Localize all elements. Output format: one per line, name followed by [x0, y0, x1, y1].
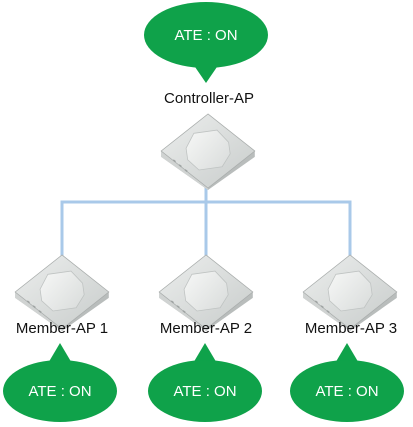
member-3-status-text: ATE : ON: [315, 383, 378, 400]
member-2-status-bubble: ATE : ON: [148, 343, 262, 422]
member-3-label: Member-AP 3: [305, 320, 397, 337]
member-2-status-text: ATE : ON: [173, 383, 236, 400]
controller-status-bubble: ATE : ON: [144, 2, 268, 83]
member-1-label: Member-AP 1: [16, 320, 108, 337]
controller-label: Controller-AP: [164, 90, 254, 107]
member-node-1: Member-AP 1 ATE : ON: [3, 254, 117, 422]
member-1-status-text: ATE : ON: [28, 383, 91, 400]
connector-lines: [60, 166, 352, 258]
controller-access-point-icon: [160, 113, 256, 190]
member-node-3: Member-AP 3 ATE : ON: [290, 254, 404, 422]
member-node-2: Member-AP 2 ATE : ON: [148, 254, 262, 422]
controller-status-text: ATE : ON: [174, 27, 237, 44]
member-3-status-bubble: ATE : ON: [290, 343, 404, 422]
controller-node: ATE : ON Controller-AP: [144, 2, 268, 190]
member-2-label: Member-AP 2: [160, 320, 252, 337]
member-1-status-bubble: ATE : ON: [3, 343, 117, 422]
